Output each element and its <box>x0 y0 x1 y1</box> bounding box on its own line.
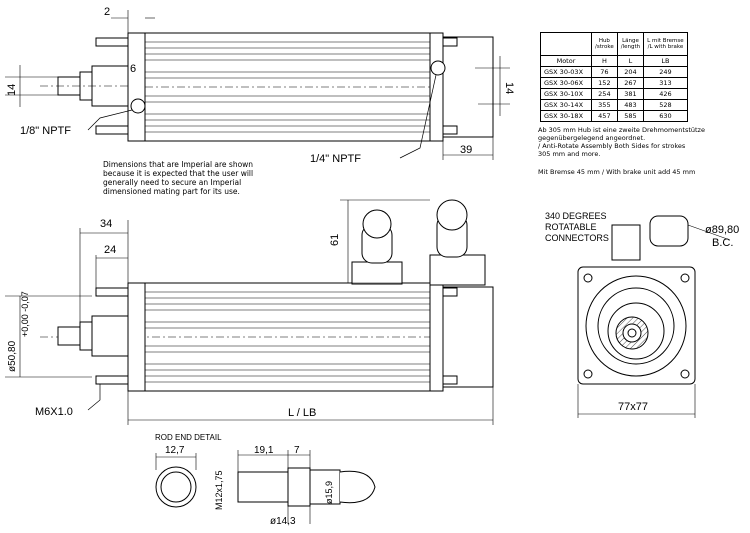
dia-14-3-label: ø14,3 <box>270 516 296 527</box>
subheader-lb: LB <box>643 55 688 67</box>
side-view <box>5 199 494 425</box>
rod-diameter-label: ø50,80 <box>7 340 18 372</box>
bc-diameter-label: ø89,80 <box>705 224 739 236</box>
connectors-line1: 340 DEGREES <box>545 211 607 221</box>
dim-14-left-label: 14 <box>6 84 18 96</box>
anti-rotate-note: Ab 305 mm Hub ist eine zweite Drehmoment… <box>538 126 705 158</box>
dim-14-right-label: 14 <box>503 82 515 94</box>
subheader-l: L <box>616 55 645 67</box>
length-label: L / LB <box>288 407 316 419</box>
bc-label: B.C. <box>712 237 733 249</box>
dim-24-label: 24 <box>104 244 116 256</box>
connectors-line3: CONNECTORS <box>545 233 609 243</box>
imperial-note: Dimensions that are Imperial are shown b… <box>103 160 254 196</box>
top-view <box>5 10 510 160</box>
dim-19-1-label: 19,1 <box>254 445 274 456</box>
dim-39-label: 39 <box>460 144 472 156</box>
header-length: Länge /length <box>616 32 645 56</box>
thread-m6-label: M6X1.0 <box>35 406 73 418</box>
dim-12-7-label: 12,7 <box>165 445 185 456</box>
port-18-npt-label: 1/8" NPTF <box>20 125 71 137</box>
dim-6-label: 6 <box>130 63 136 75</box>
dim-61-label: 61 <box>329 234 341 246</box>
header-hub: Hub /stroke <box>591 32 618 56</box>
subheader-h: H <box>591 55 618 67</box>
connectors-line2: ROTATABLE <box>545 222 597 232</box>
dim-34-label: 34 <box>100 218 112 230</box>
subheader-motor: Motor <box>540 55 592 67</box>
rod-end-detail <box>155 450 376 524</box>
header-brake: L mit Bremse /L with brake <box>643 32 688 56</box>
dim-2-label: 2 <box>104 6 110 18</box>
port-14-npt-label: 1/4" NPTF <box>310 153 361 165</box>
dia-15-9-label: ø15,9 <box>324 481 334 504</box>
rod-tolerance-label: +0,00 -0,07 <box>20 291 30 337</box>
dim-7-label: 7 <box>294 445 300 456</box>
stroke-table: Hub /stroke Länge /length L mit Bremse /… <box>540 32 688 122</box>
end-view <box>577 215 731 418</box>
brake-note: Mit Bremse 45 mm / With brake unit add 4… <box>538 168 696 176</box>
thread-m12-label: M12x1,75 <box>214 470 224 510</box>
square-size-label: 77x77 <box>618 401 648 413</box>
rod-end-title: ROD END DETAIL <box>155 433 222 442</box>
